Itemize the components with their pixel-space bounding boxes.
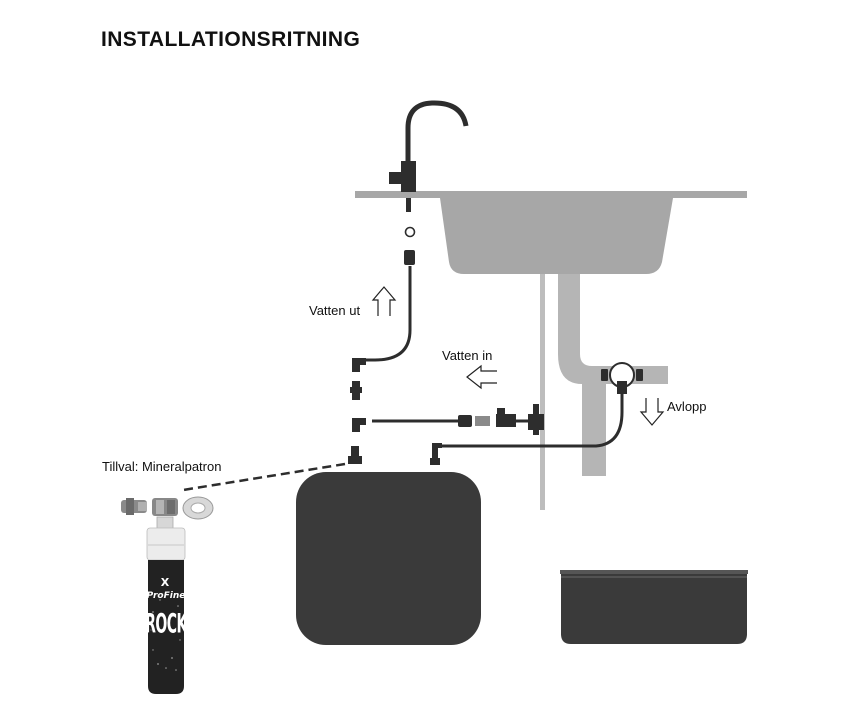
water-out-label: Vatten ut [309,303,361,318]
purifier-inlet-connector [348,446,362,464]
mineral-cartridge [146,516,186,694]
elbow-fitting-1 [352,358,366,372]
optional-cartridge-label: Tillval: Mineralpatron [102,459,222,474]
o-ring [404,226,416,238]
inlet-valve [458,404,544,435]
cartridge-brand: ProFine [147,591,186,601]
water-out-hose [360,266,412,362]
cartridge-fitting-1 [121,498,147,515]
cartridge-fitting-2 [152,498,178,516]
purifier-outlet-connector [430,443,442,465]
countertop [355,191,747,198]
vertical-drain-pipe [540,274,545,510]
faucet-connector [404,250,415,265]
arrow-left-icon [466,364,497,390]
arrow-up-icon [371,286,397,316]
tee-fitting [350,381,362,400]
cartridge-brand-x: X [161,576,170,589]
drain-hose [442,394,624,448]
elbow-fitting-2 [352,418,366,432]
drain-label: Avlopp [667,399,707,414]
water-in-label: Vatten in [442,348,493,363]
drain-clamp [601,362,643,394]
faucet [389,100,469,212]
page-title: INSTALLATIONSRITNING [101,28,361,51]
purifier-unit [296,472,481,645]
tape-roll [182,496,214,520]
sink-basin [440,198,673,274]
drip-tray [561,572,747,644]
cartridge-model: ROCK [145,609,188,640]
arrow-down-icon [639,398,665,426]
